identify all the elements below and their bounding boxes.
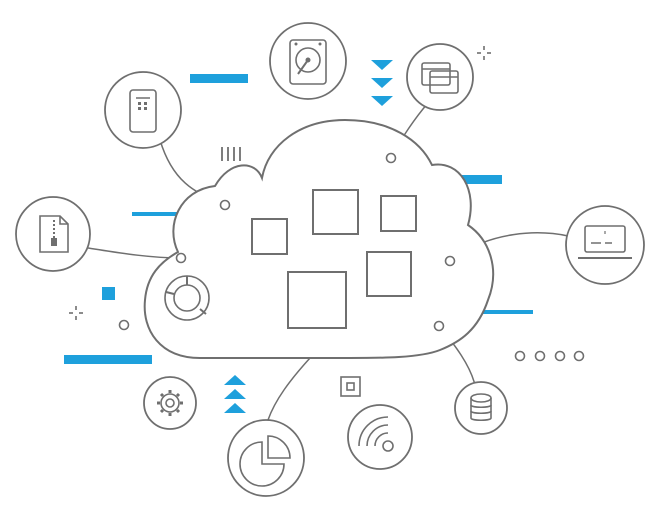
node-dot: [219, 199, 231, 211]
data-block: [312, 189, 359, 235]
sparkle-icon: [69, 306, 83, 320]
laptop-icon: [565, 205, 645, 285]
gear-icon: [143, 376, 197, 430]
data-block: [287, 271, 347, 329]
data-block: [380, 195, 417, 232]
accent-bar: [64, 355, 152, 364]
data-block: [366, 251, 412, 297]
cloud-shape: [143, 118, 495, 359]
data-block: [251, 218, 288, 255]
node-dot: [444, 255, 456, 267]
database-icon: [454, 381, 508, 435]
chevrons-down-icon: [371, 60, 393, 106]
node-dot: [385, 152, 397, 164]
connector-line: [267, 357, 311, 421]
mobile-phone-icon: [104, 71, 182, 149]
browser-windows-icon: [406, 43, 474, 111]
decor-dot: [118, 319, 130, 331]
pie-chart-icon: [227, 419, 305, 497]
accent-bar: [132, 212, 208, 216]
accent-bar: [190, 74, 248, 83]
node-dot: [175, 252, 187, 264]
sparkle-icon: [477, 46, 491, 60]
zip-file-icon: [15, 196, 91, 272]
wifi-signal-icon: [347, 404, 413, 470]
connector-line: [87, 247, 182, 259]
chevrons-up-icon: [224, 375, 246, 413]
node-dot: [433, 320, 445, 332]
accent-square: [102, 287, 115, 300]
target-square-icon: [340, 376, 361, 397]
tally-marks-icon: [221, 147, 241, 161]
hard-drive-icon: [269, 22, 347, 100]
accent-bar: [457, 310, 533, 314]
progress-ring-icon: [164, 275, 210, 321]
decor-dot-row: [514, 350, 585, 362]
